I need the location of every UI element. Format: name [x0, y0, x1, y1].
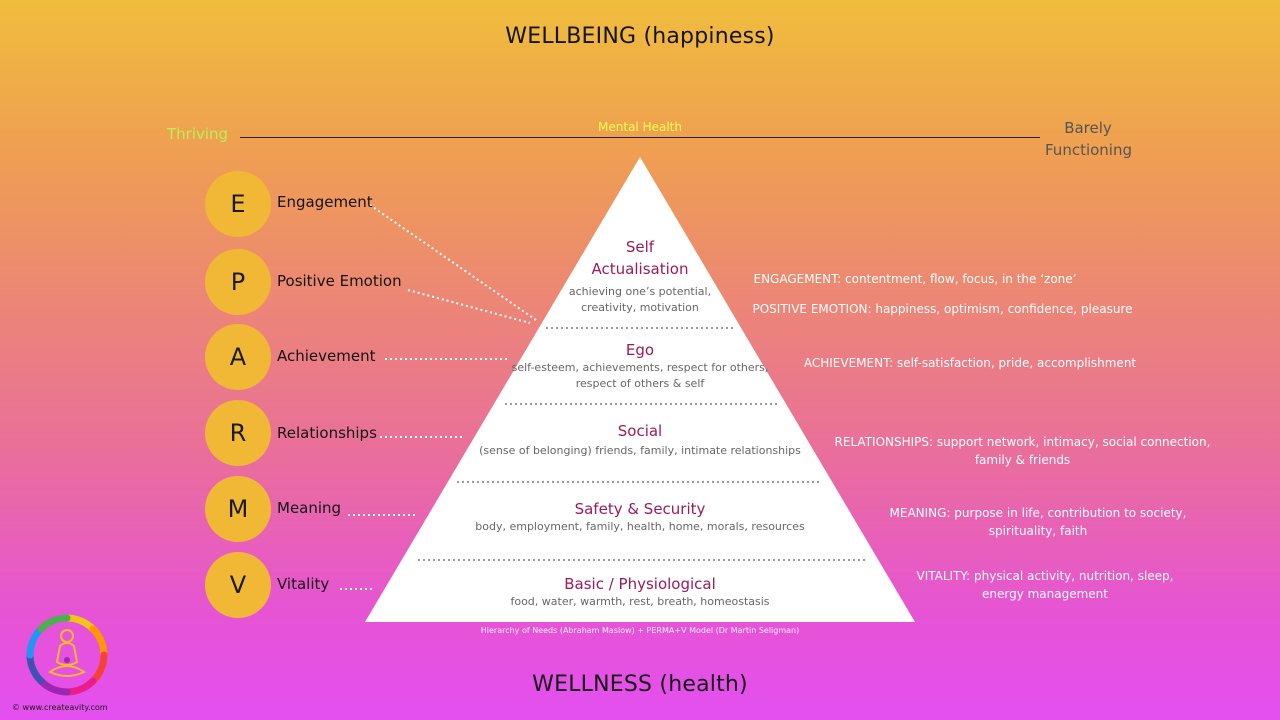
definition-meaning: MEANING: purpose in life, contribution t…	[889, 506, 1187, 538]
level-basic-desc: food, water, warmth, rest, breath, homeo…	[510, 595, 770, 608]
definition-relationships: RELATIONSHIPS: support network, intimacy…	[834, 435, 1211, 467]
perma-label-achievement: Achievement	[277, 347, 376, 365]
copyright: © www.createavity.com	[12, 703, 108, 712]
perma-circle-e: E	[205, 171, 271, 237]
scale-label-barely-functioning: Barely Functioning	[1045, 119, 1132, 159]
level-social-desc: (sense of belonging) friends, family, in…	[479, 444, 801, 457]
perma-circle-r: R	[205, 400, 271, 466]
meditation-figure-icon	[26, 614, 108, 696]
perma-label-vitality: Vitality	[277, 575, 330, 593]
pyramid-shape	[365, 157, 915, 622]
perma-label-meaning: Meaning	[277, 499, 342, 517]
scale-line	[240, 137, 1040, 138]
perma-label-relationships: Relationships	[277, 424, 377, 442]
bottom-title: WELLNESS (health)	[532, 672, 748, 697]
perma-circle-a: A	[205, 324, 271, 390]
level-self-actualisation-title: Self Actualisation	[591, 238, 689, 278]
level-basic-title: Basic / Physiological	[564, 575, 716, 593]
scale-label-thriving: Thriving	[167, 125, 229, 143]
connector-engagement	[369, 204, 537, 321]
definition-engagement: ENGAGEMENT: contentment, flow, focus, in…	[753, 272, 1077, 286]
level-safety-title: Safety & Security	[574, 500, 706, 518]
level-safety-desc: body, employment, family, health, home, …	[475, 520, 805, 533]
scale-label-mental-health: Mental Health	[598, 120, 682, 134]
perma-label-positive-emotion: Positive Emotion	[277, 272, 402, 290]
perma-circle-p: P	[205, 249, 271, 315]
level-self-actualisation-desc: achieving one’s potential, creativity, m…	[568, 285, 712, 314]
perma-circle-v: V	[205, 552, 271, 618]
level-social-title: Social	[617, 422, 663, 440]
connector-positive-emotion	[407, 289, 531, 324]
definition-positive-emotion: POSITIVE EMOTION: happiness, optimism, c…	[752, 302, 1133, 316]
credit-line: Hierarchy of Needs (Abraham Maslow) + PE…	[480, 626, 800, 635]
perma-circle-m: M	[205, 476, 271, 542]
definition-vitality: VITALITY: physical activity, nutrition, …	[916, 569, 1174, 601]
page-title: WELLBEING (happiness)	[505, 24, 775, 49]
definition-achievement: ACHIEVEMENT: self-satisfaction, pride, a…	[803, 356, 1137, 370]
perma-label-engagement: Engagement	[277, 193, 373, 211]
level-ego-title: Ego	[625, 341, 655, 359]
level-ego-desc: self-esteem, achievements, respect for o…	[511, 361, 769, 390]
